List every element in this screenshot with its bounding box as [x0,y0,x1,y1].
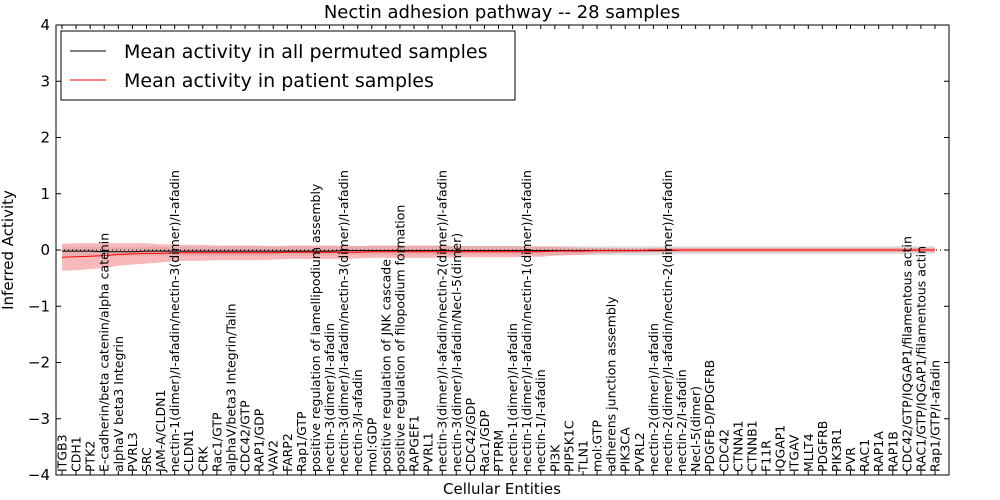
category-label: nectin-3(dimer)/I-afadin [322,323,337,472]
category-label: adherens junction assembly [604,296,619,472]
category-label: positive regulation of lamellipodium ass… [308,183,323,472]
category-label: nectin-3(dimer)/I-afadin/nectin-2(dimer)… [435,170,450,472]
category-label: PVR [843,447,858,472]
category-label: RAP1/GDP [252,408,267,472]
y-tick-label: −2 [28,354,50,372]
y-axis-title: Inferred Activity [0,190,17,310]
category-label: FARP2 [280,433,295,472]
category-label: nectin-3/I-afadin [350,369,365,472]
category-label: nectin-2(dimer)/I-afadin/nectin-2(dimer)… [660,170,675,472]
category-label: PI3K [547,444,562,472]
category-label: CTNNA1 [730,420,745,472]
category-label: PIK3CA [618,427,633,472]
category-label: positive regulation of JNK cascade [378,259,393,472]
category-label: Rap1/GTP/I-afadin [928,360,943,472]
category-label: nectin-2/I-afadin [674,369,689,472]
category-label: alphaV beta3 Integrin [111,336,126,472]
y-tick-label: 1 [40,185,50,203]
category-label: mol:GDP [364,417,379,472]
category-label: Necl-5(dimer) [688,386,703,472]
y-tick-label: 3 [40,72,50,90]
y-tick-label: 2 [40,129,50,147]
category-label: RAP1B [885,431,900,472]
category-label: RAP1A [871,431,886,472]
category-label: nectin-1/I-afadin [533,369,548,472]
category-label: nectin-3(dimer)/I-afadin/nectin-3(dimer)… [336,170,351,472]
series-lines [56,249,949,258]
category-label: positive regulation of filopodium format… [392,205,407,472]
y-tick-label: −3 [28,410,50,428]
category-label: CRK [195,446,210,472]
category-label: PDGFB-D/PDGFRB [702,360,717,472]
category-label: ITGB3 [55,434,70,472]
category-label: mol:GTP [590,420,605,472]
category-label: VAV2 [266,440,281,472]
category-label: Rac1/GDP [477,410,492,472]
category-label: nectin-1(dimer)/I-afadin/nectin-1(dimer)… [519,170,534,472]
category-label: CDH1 [69,436,84,472]
category-label: E-cadherin/beta catenin/alpha catenin [97,233,112,472]
category-label: nectin-1(dimer)/I-afadin/nectin-3(dimer)… [167,170,182,472]
category-label: alphaV/beta3 Integrin/Talin [224,304,239,473]
category-label: CLDN1 [181,429,196,472]
category-label: IQGAP1 [773,425,788,472]
category-label: CDC42/GTP/IQGAP1/filamentous actin [899,236,914,472]
category-label: nectin-1(dimer)/I-afadin [505,323,520,472]
legend-label-patient: Mean activity in patient samples [124,70,434,92]
category-label: PIK3R1 [829,428,844,472]
legend-box [60,30,516,101]
y-tick-label: 4 [40,16,50,34]
category-label: ITGAV [787,434,802,472]
category-label: SRC [139,447,154,472]
y-tick-label: −4 [28,466,50,484]
category-label: PVRL1 [421,432,436,472]
legend-label-permuted: Mean activity in all permuted samples [124,41,487,63]
category-label: CDC42/GTP [238,400,253,472]
category-label: CDC42/GDP [463,397,478,472]
x-axis-title: Cellular Entities [443,480,561,498]
category-label: RAPGEF1 [407,415,422,472]
category-label: PTK2 [83,441,98,472]
category-label: nectin-2(dimer)/I-afadin [646,323,661,472]
category-label: RAC1 [857,439,872,472]
category-label: Rac1/GTP [209,412,224,472]
category-label: TLN1 [576,440,591,473]
category-label: nectin-3(dimer)/I-afadin/Necl-5(dimer) [449,233,464,472]
category-label: Rap1/GTP [294,411,309,472]
chart-title: Nectin adhesion pathway -- 28 samples [324,2,680,23]
category-label: CDC42 [716,429,731,472]
y-tick-label: −1 [28,297,50,315]
series-line-1 [61,249,935,258]
category-label: MLLT4 [801,433,816,472]
category-label: PVRL3 [125,432,140,472]
category-label: PIP5K1C [561,420,576,472]
category-label: PTPRM [491,430,506,472]
category-label: JAM-A/CLDN1 [153,390,168,473]
y-axis: −4 −3 −2 −1 0 1 2 3 4 [28,16,949,484]
category-label: F11R [759,440,774,472]
category-label: PVRL2 [632,432,647,472]
category-label: CTNNB1 [745,420,760,472]
category-label: PDGFRB [815,421,830,472]
category-label: RAC1/GTP/IQGAP1/filamentous actin [913,246,928,472]
legend: Mean activity in all permuted samples Me… [60,30,516,101]
y-tick-label: 0 [40,241,50,259]
